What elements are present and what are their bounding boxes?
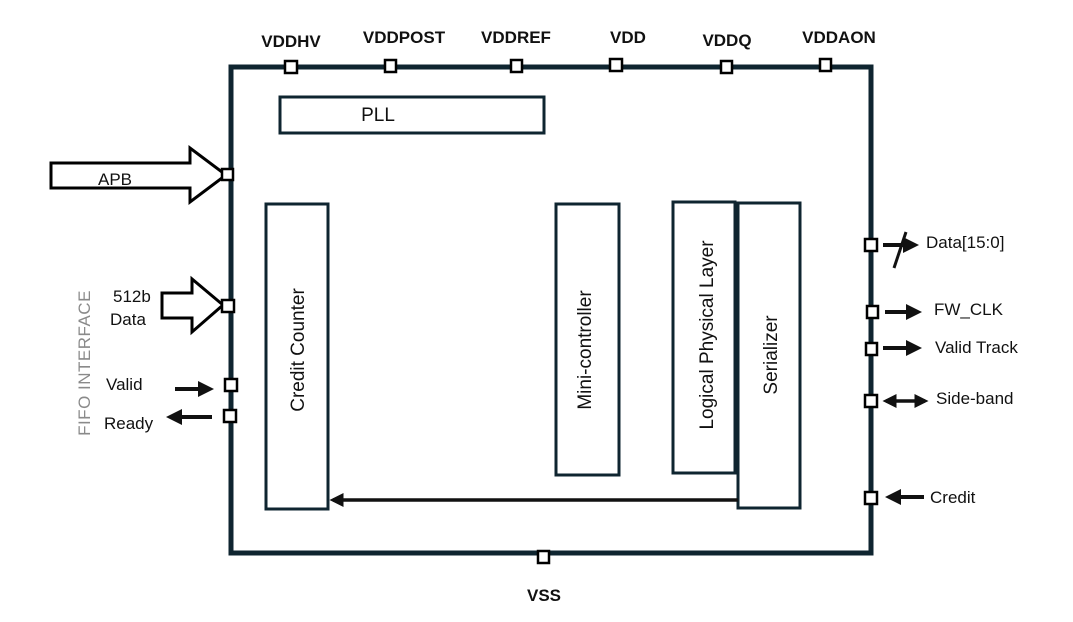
- fifo-interface-label: FIFO INTERFACE: [75, 290, 94, 436]
- pin-vdd: [608, 57, 624, 73]
- pin-fw-clk: [865, 304, 880, 320]
- data-bus-label: Data[15:0]: [926, 233, 1004, 252]
- side-band-label: Side-band: [936, 389, 1014, 408]
- serializer-label: Serializer: [761, 315, 782, 395]
- credit-counter-block: [264, 202, 330, 511]
- ground-label-vss: VSS: [527, 586, 561, 605]
- logical-physical-layer-block: [671, 200, 737, 475]
- pin-credit: [863, 490, 879, 506]
- pin-data-512b: [220, 298, 236, 314]
- power-label-vddq: VDDQ: [702, 31, 751, 50]
- pin-valid-track: [864, 341, 879, 357]
- valid-label: Valid: [106, 375, 143, 394]
- pin-apb: [220, 167, 235, 182]
- pin-vddq: [719, 59, 734, 75]
- apb-arrow: [49, 145, 229, 205]
- pll-block: [278, 95, 546, 135]
- power-label-vddref: VDDREF: [481, 28, 551, 47]
- power-label-vddaon: VDDAON: [802, 28, 876, 47]
- power-label-vddpost: VDDPOST: [363, 28, 446, 47]
- pin-vddhv: [283, 59, 299, 75]
- data-512b-label-line2: Data: [110, 310, 146, 329]
- pin-data-bus: [863, 237, 879, 253]
- pin-vddref: [509, 58, 524, 74]
- credit-counter-label: Credit Counter: [288, 288, 309, 412]
- apb-label: APB: [98, 170, 132, 189]
- power-label-vddhv: VDDHV: [261, 32, 321, 51]
- data-512b-label-line1: 512b: [113, 287, 151, 306]
- pin-vddaon: [818, 57, 833, 73]
- logical-physical-layer-label: Logical Physical Layer: [697, 240, 718, 430]
- data-512b-arrow: [160, 275, 226, 336]
- bus-slash-icon: [892, 231, 908, 269]
- pin-vss: [536, 549, 551, 565]
- power-label-vdd: VDD: [610, 28, 646, 47]
- ready-label: Ready: [104, 414, 154, 433]
- mini-controller-label: Mini-controller: [575, 290, 596, 410]
- pll-label: PLL: [361, 105, 395, 126]
- mini-controller-block: [554, 202, 621, 477]
- valid-track-label: Valid Track: [935, 338, 1018, 357]
- pin-side-band: [863, 393, 879, 409]
- pin-ready: [222, 408, 238, 424]
- fw-clk-label: FW_CLK: [934, 300, 1004, 319]
- serializer-block: [736, 201, 802, 510]
- pin-vddpost: [383, 58, 398, 74]
- credit-label: Credit: [930, 488, 976, 507]
- pin-valid: [223, 377, 239, 393]
